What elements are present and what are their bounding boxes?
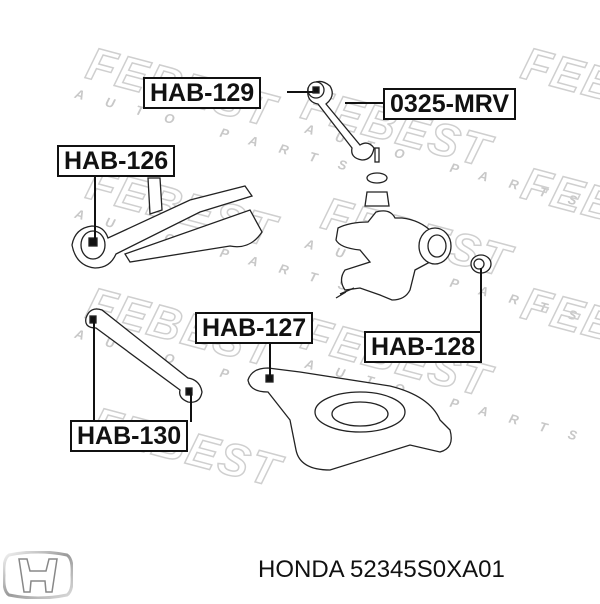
part-label-hab-126[interactable]: HAB-126	[57, 145, 176, 177]
leader-line-hab-130-right	[190, 392, 192, 422]
bushing-hab-128-drawing	[470, 254, 492, 274]
part-label-hab-129[interactable]: HAB-129	[143, 77, 262, 109]
leader-line-hab-130-left	[93, 322, 95, 420]
honda-logo-icon	[2, 550, 74, 600]
leader-line-hab-129	[287, 91, 313, 93]
part-label-hab-127[interactable]: HAB-127	[195, 312, 314, 344]
upper-control-arm-drawing	[307, 80, 390, 207]
part-label-hab-130[interactable]: HAB-130	[70, 420, 189, 452]
lower-control-arm-drawing	[247, 367, 452, 471]
part-label-0325-mrv[interactable]: 0325-MRV	[383, 88, 517, 120]
leader-line-0325-mrv	[345, 102, 383, 104]
knuckle-drawing	[335, 210, 452, 301]
trailing-arm-drawing	[71, 177, 263, 269]
leader-line-hab-128	[480, 268, 482, 332]
part-label-hab-128[interactable]: HAB-128	[364, 331, 483, 363]
part-reference-text: HONDA 52345S0XA01	[258, 556, 505, 583]
leader-line-hab-126	[94, 176, 96, 242]
lateral-link-drawing	[85, 308, 203, 403]
leader-line-hab-127	[269, 342, 271, 378]
